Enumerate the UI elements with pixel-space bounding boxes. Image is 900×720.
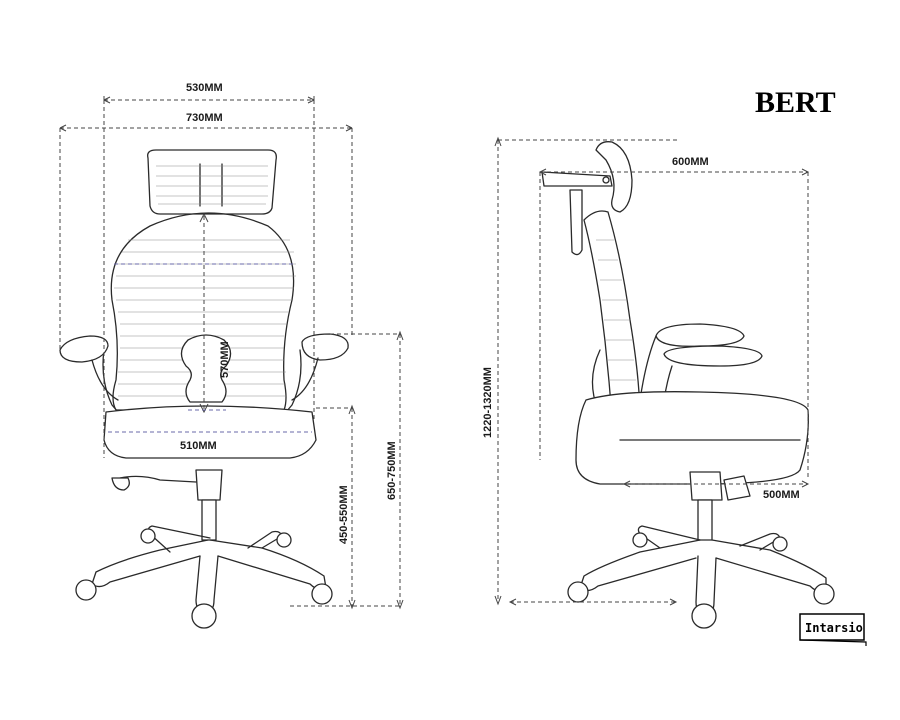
product-title: BERT: [755, 86, 836, 119]
dimension-seat-depth: 500MM: [763, 489, 800, 501]
dimension-back-height: 570MM: [219, 341, 231, 378]
dimension-total-height: 1220-1320MM: [482, 367, 494, 438]
dimension-depth: 600MM: [672, 156, 709, 168]
side-view-chair: [541, 141, 835, 629]
dimension-top-width: 530MM: [186, 82, 223, 94]
brand-logo: Intarsio: [799, 613, 867, 646]
side-dimension-lines: [494, 136, 810, 606]
dimension-arm-width: 730MM: [186, 112, 223, 124]
front-dimension-lines: [59, 96, 404, 610]
dimension-seat-height: 450-550MM: [338, 485, 350, 544]
brand-logo-text: Intarsio: [805, 621, 863, 635]
front-view-chair: [59, 149, 349, 629]
dimension-seat-width: 510MM: [180, 440, 217, 452]
dimension-arm-height: 650-750MM: [386, 441, 398, 500]
